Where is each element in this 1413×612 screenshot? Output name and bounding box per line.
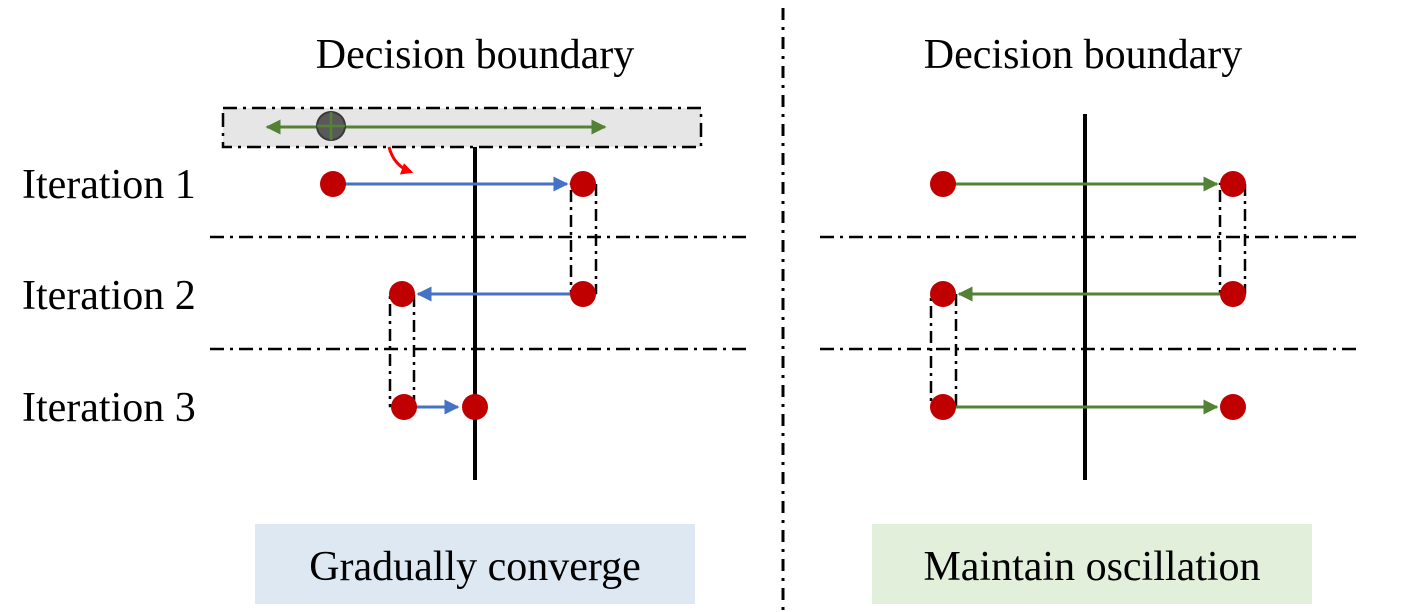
iteration-label-1: Iteration 1	[22, 162, 196, 208]
left-iter3-start-point	[391, 394, 417, 420]
left-iter2-end-point	[389, 281, 415, 307]
iteration-label-3: Iteration 3	[22, 385, 196, 431]
circle-plus-icon	[316, 111, 346, 141]
right-link-2-3	[929, 292, 958, 408]
left-link-1-2	[569, 182, 598, 295]
right-caption-box	[872, 524, 1312, 604]
left-caption-box	[255, 524, 695, 604]
curved-arrow-icon	[387, 146, 414, 175]
left-panel-title: Decision boundary	[316, 32, 634, 78]
left-iter3-end-point	[462, 394, 488, 420]
right-iter3-start-point	[930, 394, 956, 420]
left-iter2-start-point	[570, 281, 596, 307]
left-iter1-end-point	[570, 171, 596, 197]
right-iter1-start-point	[930, 171, 956, 197]
right-iter2-end-point	[930, 281, 956, 307]
iteration-label-2: Iteration 2	[22, 273, 196, 319]
right-iter3-end-point	[1220, 394, 1246, 420]
right-panel-title: Decision boundary	[924, 32, 1242, 78]
left-caption: Gradually converge	[309, 544, 641, 590]
right-link-1-2	[1218, 182, 1247, 295]
right-iter1-end-point	[1220, 171, 1246, 197]
right-iter2-start-point	[1220, 281, 1246, 307]
left-iter1-start-point	[320, 171, 346, 197]
right-caption: Maintain oscillation	[923, 544, 1260, 590]
